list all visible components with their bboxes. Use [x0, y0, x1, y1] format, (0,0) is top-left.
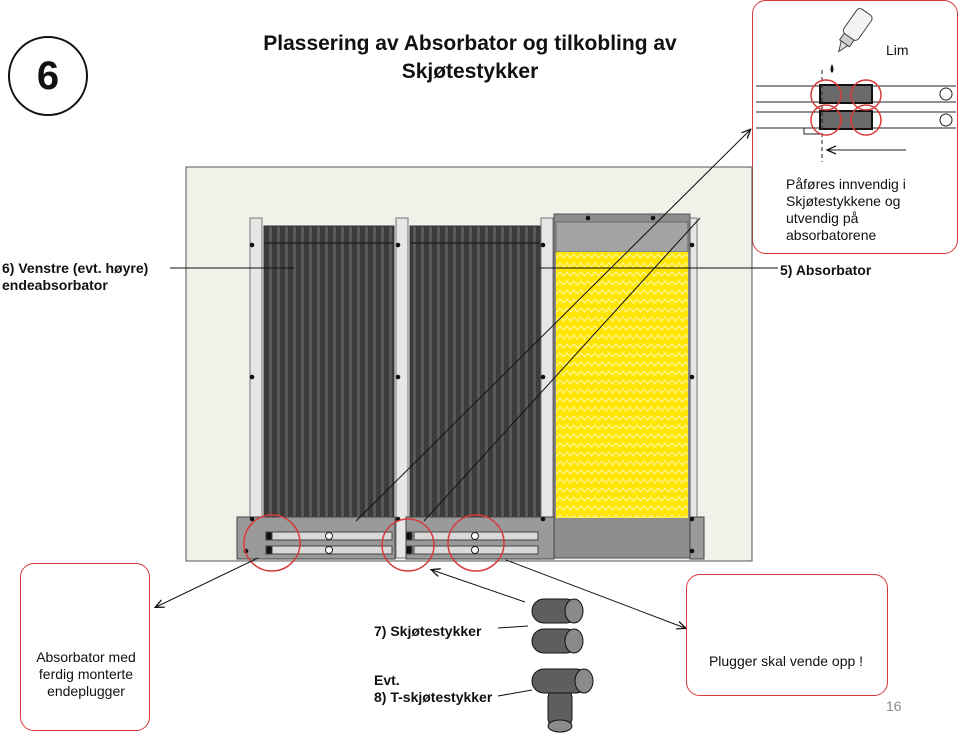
t-joint-icon [531, 668, 594, 733]
joint-piece-icons [531, 598, 584, 654]
joint-highlights [243, 514, 505, 572]
absorber-dark-middle [409, 225, 541, 519]
title-line-2: Skjøtestykker [401, 60, 539, 83]
warning-text-left: Absorbator med ferdig monterte endeplugg… [36, 649, 136, 699]
absorber-dark-left [263, 225, 395, 519]
lim-label: Lim [886, 42, 909, 58]
page-title: Plassering av Absorbator og tilkobling a… [230, 30, 710, 86]
warning-box-left [20, 563, 150, 731]
t-joint-label: Evt. 8) T-skjøtestykker [374, 672, 493, 705]
warning-box-right [686, 574, 888, 696]
absorber-yellow [556, 252, 688, 518]
step-number: 6 [8, 36, 88, 116]
glue-note: Påføres innvendig i Skjøtestykkene og ut… [786, 176, 906, 243]
warning-text-right: Plugger skal vende opp ! [708, 653, 864, 669]
page-number: 16 [886, 698, 902, 714]
glue-detail [756, 70, 956, 162]
joint-label: 7) Skjøtestykker [374, 623, 482, 639]
title-line-1: Plassering av Absorbator og tilkobling a… [263, 32, 677, 55]
glue-bottle-icon [830, 8, 873, 73]
absorbator-label: 5) Absorbator [780, 262, 872, 278]
end-absorber-label: 6) Venstre (evt. høyre) endeabsorbator [2, 260, 149, 293]
